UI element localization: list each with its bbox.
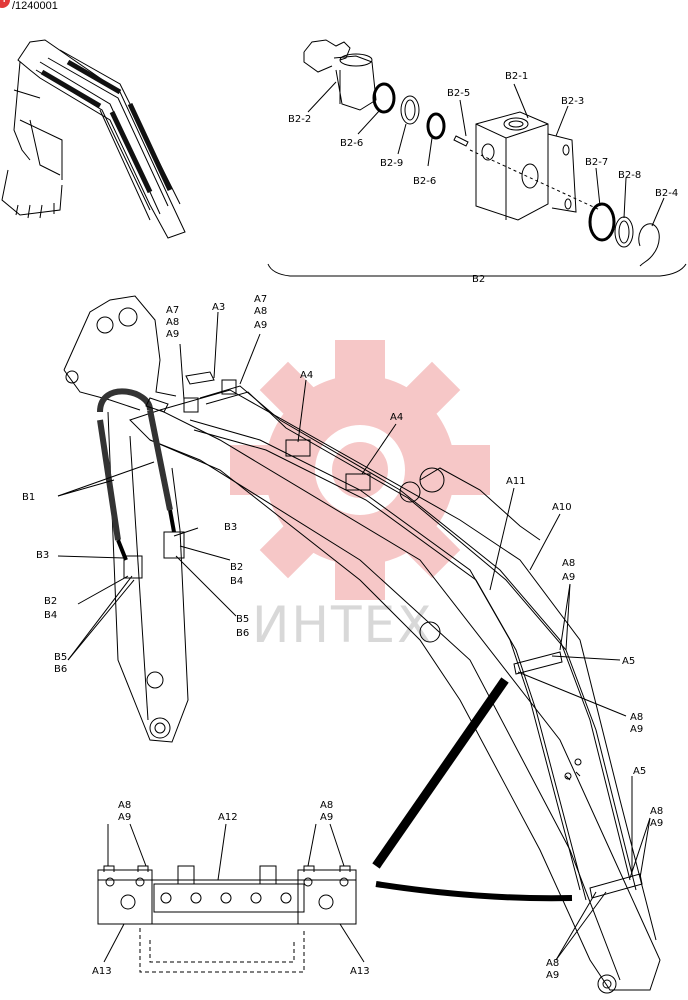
label-a5-bottom: A5 xyxy=(633,766,646,777)
label-b2-9: B2-9 xyxy=(380,158,403,169)
pin-b2-5 xyxy=(453,135,469,147)
label-b2-1: B2-1 xyxy=(505,71,528,82)
label-b2-8: B2-8 xyxy=(618,170,641,181)
label-a8-r2: A8 xyxy=(630,712,643,723)
label-a8-inset-left: A8 xyxy=(118,800,131,811)
label-b2-3: B2-3 xyxy=(561,96,584,107)
thumbnail-excavator xyxy=(1,39,186,239)
label-b6-left: B6 xyxy=(54,664,67,675)
label-a9-right: A9 xyxy=(254,320,267,331)
label-a3: A3 xyxy=(212,302,225,313)
label-a4-left: A4 xyxy=(300,370,313,381)
b2-group-brace xyxy=(267,263,687,277)
o-ring-b2-7 xyxy=(588,202,616,242)
label-a7-right: A7 xyxy=(254,294,267,305)
label-a11: A11 xyxy=(506,476,526,487)
label-a9-r2: A9 xyxy=(630,724,643,735)
label-a12: A12 xyxy=(218,812,238,823)
backup-ring-b2-9 xyxy=(400,95,420,125)
label-a8-r1: A8 xyxy=(562,558,575,569)
label-b6-right: B6 xyxy=(236,628,249,639)
label-a4-right: A4 xyxy=(390,412,403,423)
label-b2-right: B2 xyxy=(230,562,243,573)
watermark-text: ИНТЕХ xyxy=(252,596,434,654)
label-a8-right: A8 xyxy=(254,306,267,317)
label-b2-2: B2-2 xyxy=(288,114,311,125)
label-a8-left: A8 xyxy=(166,317,179,328)
label-b1: B1 xyxy=(22,492,35,503)
label-b5-left: B5 xyxy=(54,652,67,663)
label-a7-left: A7 xyxy=(166,305,179,316)
label-a8-inset-right: A8 xyxy=(320,800,333,811)
diagram-code: /1240001 xyxy=(12,0,58,12)
label-a9-r1: A9 xyxy=(562,572,575,583)
label-a9-left: A9 xyxy=(166,329,179,340)
label-a10: A10 xyxy=(552,502,572,513)
label-a13-left: A13 xyxy=(92,966,112,977)
label-a9-r4: A9 xyxy=(546,970,559,981)
snap-ring-b2-4 xyxy=(638,223,660,267)
label-b2-6-a: B2-6 xyxy=(340,138,363,149)
boom-assembly xyxy=(63,295,661,994)
label-a9-inset-right: A9 xyxy=(320,812,333,823)
callout-labels: B2-1 B2-2 B2-3 B2-4 B2-5 B2-6 B2-6 B2-7 … xyxy=(22,71,678,981)
thumbnail-hoses xyxy=(40,59,173,194)
label-b5-right: B5 xyxy=(236,614,249,625)
label-a8-r3: A8 xyxy=(650,806,663,817)
label-b2-7: B2-7 xyxy=(585,157,608,168)
label-b2-5: B2-5 xyxy=(447,88,470,99)
label-b2-6-b: B2-6 xyxy=(413,176,436,187)
label-a5-top: A5 xyxy=(622,656,635,667)
label-b2-group: B2 xyxy=(472,274,485,285)
label-b2-4: B2-4 xyxy=(655,188,678,199)
detail-inset xyxy=(97,823,365,973)
o-ring-b2-6-b xyxy=(426,112,446,140)
label-a8-r4: A8 xyxy=(546,958,559,969)
label-b3-right: B3 xyxy=(224,522,237,533)
block-b2-1 xyxy=(475,111,577,221)
badge-icon xyxy=(0,0,10,8)
label-a13-right: A13 xyxy=(350,966,370,977)
o-ring-b2-6-a xyxy=(372,82,396,114)
label-b4-right: B4 xyxy=(230,576,243,587)
label-b3-left: B3 xyxy=(36,550,49,561)
label-b2-left: B2 xyxy=(44,596,57,607)
plus-icon: + xyxy=(0,0,8,5)
b2-exploded-view xyxy=(267,39,687,277)
adapter-b2-2 xyxy=(303,39,377,111)
label-b4-left: B4 xyxy=(44,610,57,621)
label-a9-r3: A9 xyxy=(650,818,663,829)
label-a9-inset-left: A9 xyxy=(118,812,131,823)
